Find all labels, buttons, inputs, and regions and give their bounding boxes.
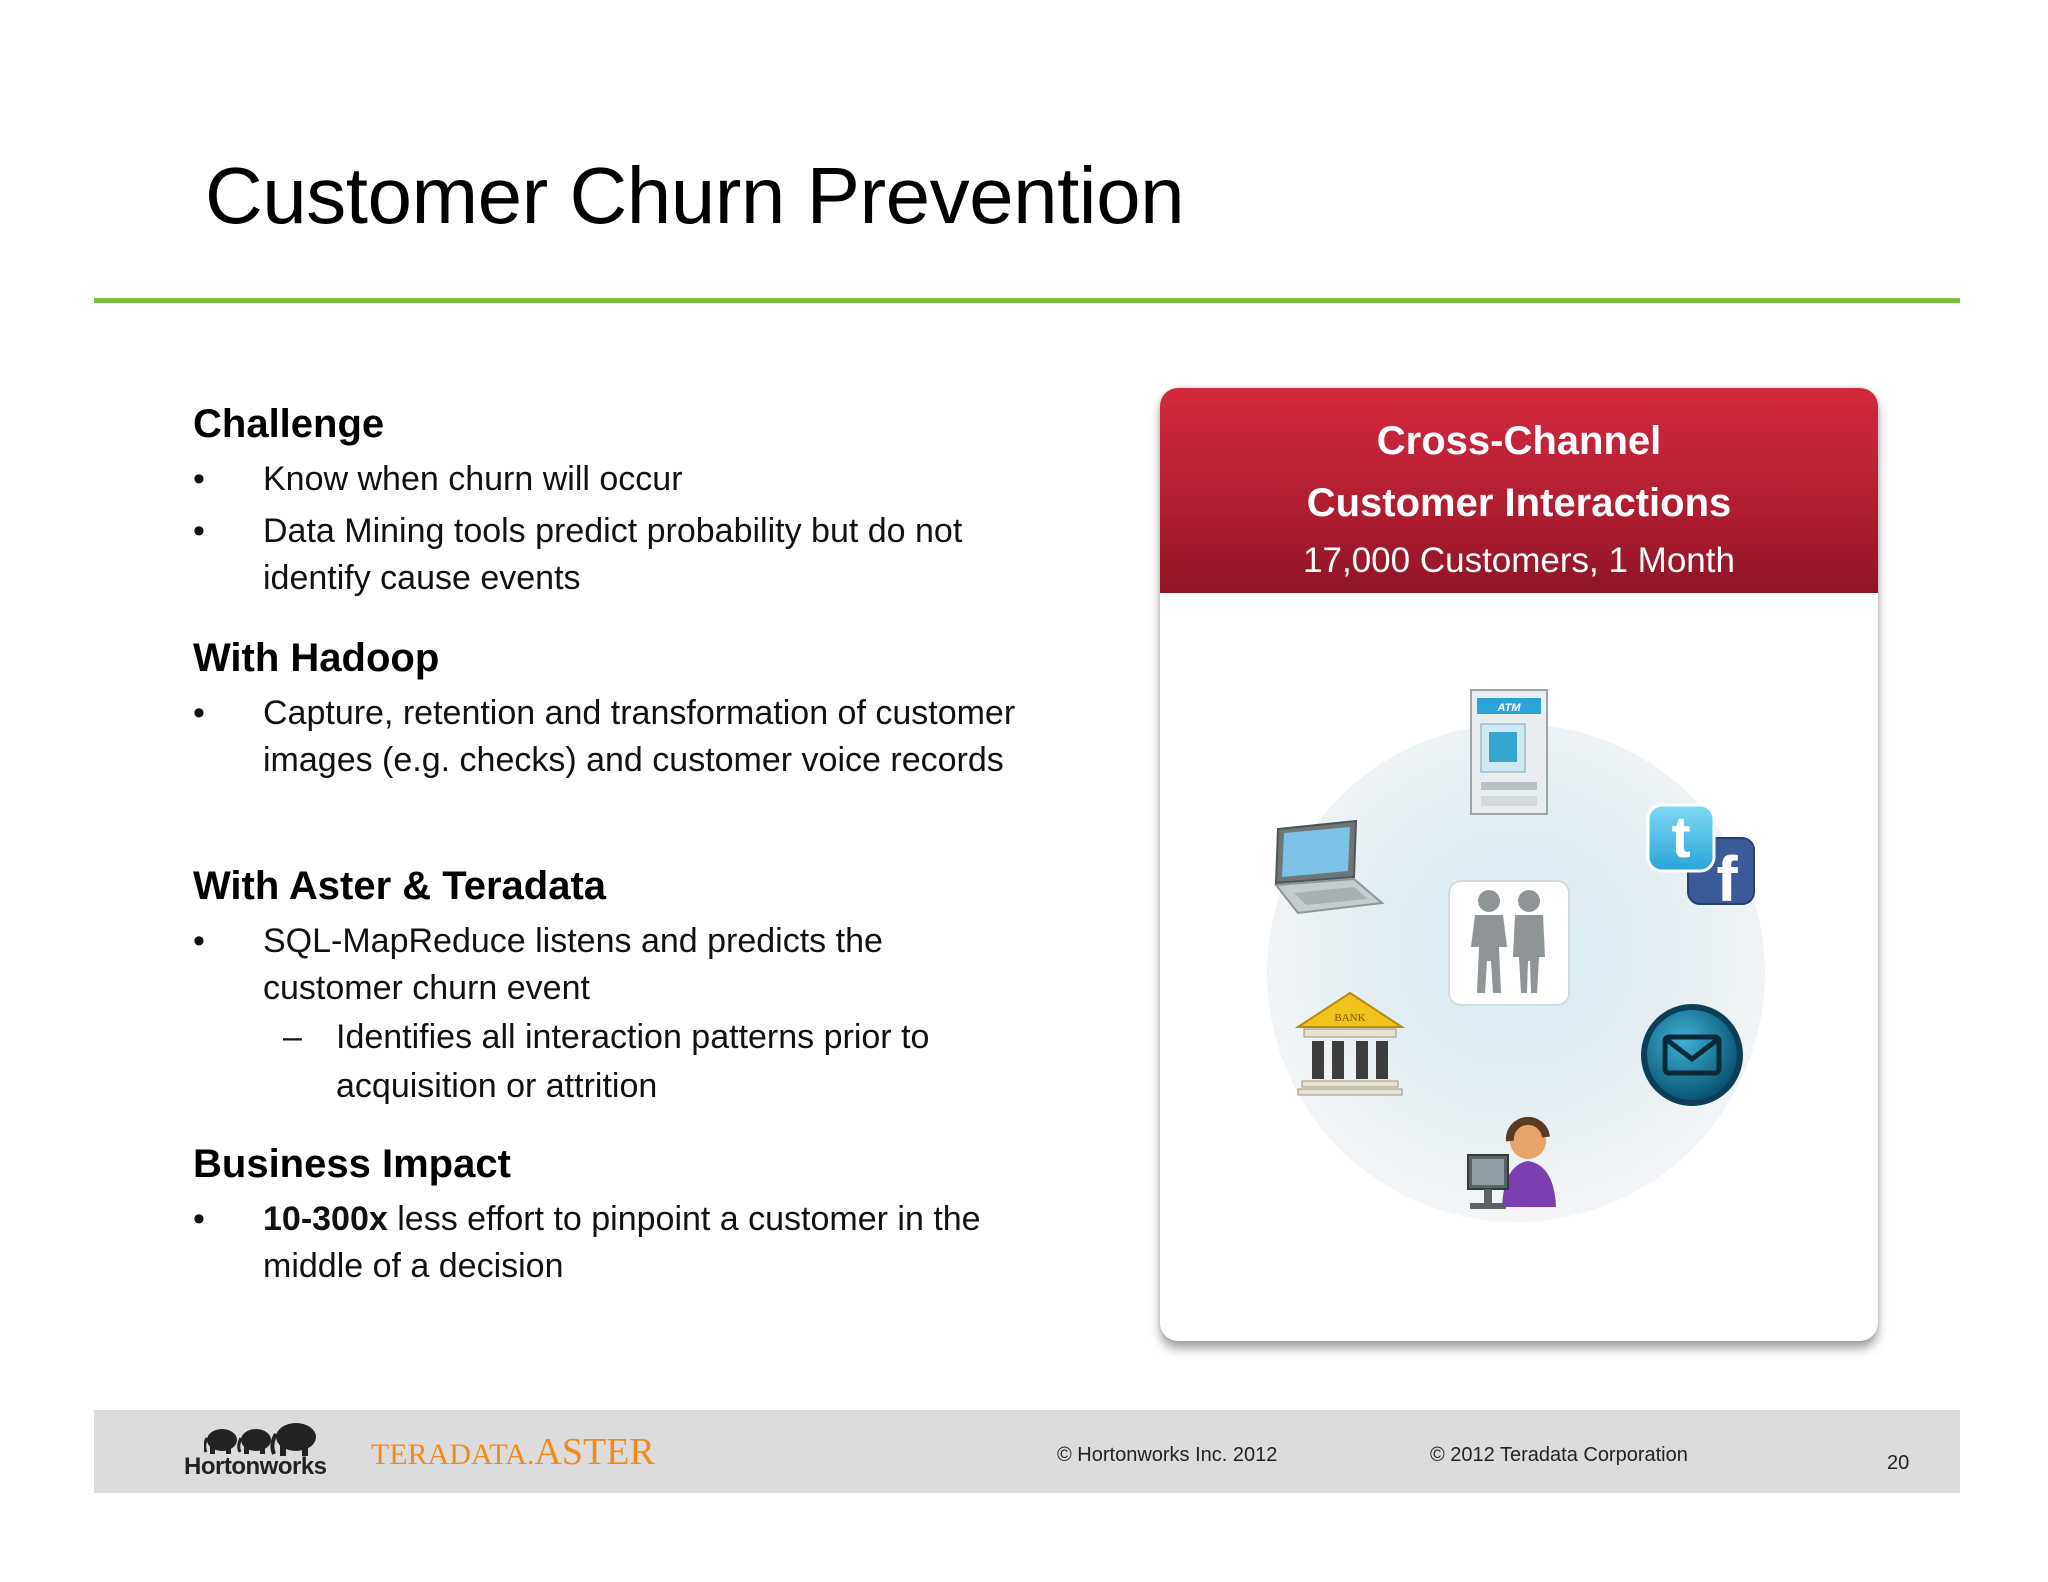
hortonworks-elephants-icon [204,1423,316,1456]
call-center-icon [1467,1116,1556,1209]
heading-hadoop: With Hadoop [193,636,440,680]
footer-bar: Hortonworks TERADATA.ASTER © Hortonworks… [94,1410,1960,1493]
social-media-icon: f t [1646,803,1755,915]
hortonworks-logo: Hortonworks [184,1453,327,1480]
customers-icon [1448,880,1570,1006]
panel-title-line2: Customer Interactions [1306,481,1732,525]
panel-header: Cross-Channel Customer Interactions 17,0… [1160,388,1878,593]
page-number: 20 [1887,1452,1910,1474]
atm-label: ATM [1496,702,1521,714]
panel-title-line1: Cross-Channel [1376,419,1662,463]
impact-highlight: 10-300x [263,1200,388,1238]
twitter-icon: t [1671,805,1690,870]
atm-icon: ATM [1470,689,1548,815]
sub-bullet-mark: – [283,1018,302,1056]
bullet-text: Know when churn will occur [263,460,683,498]
teradata-aster-logo: TERADATA.ASTER [371,1430,655,1474]
bullet-text: SQL-MapReduce listens and predicts the c… [263,922,883,1007]
teradata-wordmark: TERADATA. [371,1438,535,1471]
panel-subtitle: 17,000 Customers, 1 Month [1303,541,1735,580]
bank-icon: BANK [1294,991,1406,1096]
sub-bullet-text: Identifies all interaction patterns prio… [336,1018,930,1105]
heading-business-impact: Business Impact [193,1142,511,1186]
bullet-mark: • [193,512,205,550]
bullet-text: Capture, retention and transformation of… [263,694,1016,779]
bullet-mark: • [193,1200,205,1238]
heading-challenge: Challenge [193,402,385,446]
slide-title: Customer Churn Prevention [205,151,1185,240]
bullet-mark: • [193,694,205,732]
bullet-text: 10-300x less effort to pinpoint a custom… [263,1196,1023,1290]
facebook-icon: f [1716,843,1738,915]
bullet-mark: • [193,460,205,498]
copyright-teradata: © 2012 Teradata Corporation [1430,1444,1688,1466]
impact-text: less effort to pinpoint a customer in th… [263,1200,981,1285]
copyright-hortonworks: © Hortonworks Inc. 2012 [1057,1444,1278,1466]
aster-wordmark: ASTER [534,1431,655,1473]
bank-label: BANK [1334,1012,1365,1024]
cross-channel-panel: Cross-Channel Customer Interactions 17,0… [1160,388,1878,1341]
bullet-text: Data Mining tools predict probability bu… [263,512,963,597]
laptop-icon [1274,819,1385,915]
channel-circle-illustration: ATM f t [1267,689,1765,1222]
heading-aster-teradata: With Aster & Teradata [193,864,607,908]
email-icon [1641,1004,1743,1106]
title-divider [94,298,1960,303]
bullet-mark: • [193,922,205,960]
